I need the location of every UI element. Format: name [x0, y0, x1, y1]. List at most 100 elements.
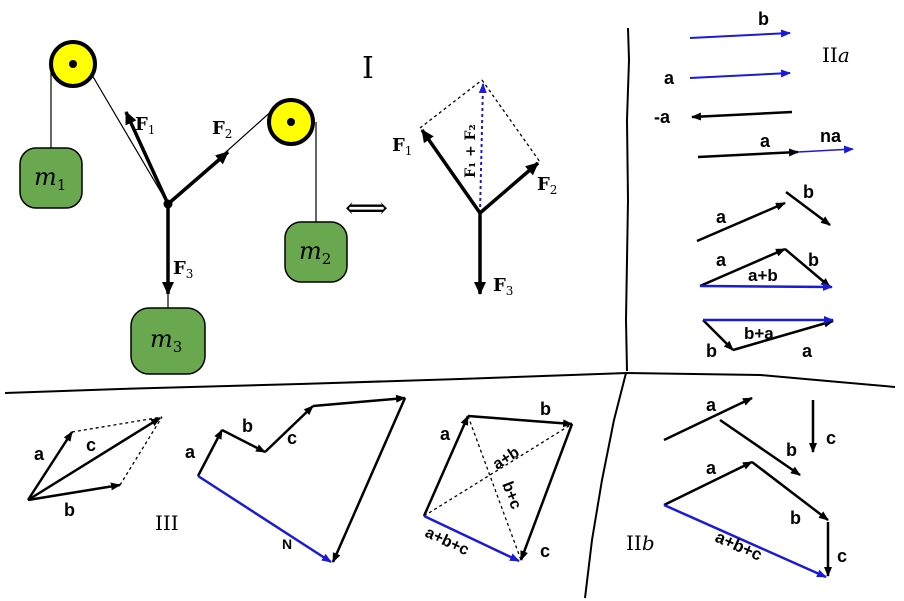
vector-b-label: b [758, 9, 769, 29]
parallelogram-rule: a c b [26, 416, 163, 520]
vector-na-label: na [820, 126, 842, 146]
vector-a [689, 69, 791, 79]
quad-a-arrow [422, 415, 470, 517]
mass-m3: m3 [130, 307, 206, 375]
divider-vertical-top [624, 27, 631, 372]
section-IIb-label: II [626, 531, 642, 555]
IIb-vector-a [663, 396, 753, 442]
IIb-vector-b [719, 418, 801, 477]
section-III-label: III [155, 511, 179, 535]
vector-a-scaled-base [697, 148, 799, 159]
quad-c-arrow [519, 423, 574, 561]
triangle-ba-b-label: b [706, 341, 717, 361]
triangle-ba-sum-label: b+a [744, 324, 774, 343]
quad-b-label: b [540, 399, 551, 419]
force-arrows [124, 111, 230, 295]
svg-text:IIa: IIa [822, 43, 850, 67]
mass-m1-label: m [34, 163, 57, 191]
force-F2-label: F [212, 118, 225, 139]
chain-a-label: a [185, 442, 196, 462]
vector-b-separate [785, 191, 831, 226]
quadrilateral-sum: a b a+b b+c a+b+c c [422, 399, 574, 563]
svg-text:F3: F3 [493, 275, 513, 298]
equivalence-arrow: ⟺ [345, 191, 388, 226]
left-pulley [49, 40, 97, 88]
section-IIa: IIa b a -a a na a b a a+b b b+a b a [654, 9, 854, 361]
vector-a-scaled-label: a [760, 131, 771, 151]
parallelogram-c-label: c [86, 435, 96, 455]
mass-m3-subscript: 3 [173, 338, 183, 356]
triangle-ab-b-label: b [808, 250, 819, 270]
mass-m1: m1 [19, 147, 83, 209]
chain-N-label: N [282, 536, 292, 552]
fbd-F2-label: F [537, 174, 550, 195]
svg-text:F1: F1 [135, 114, 155, 137]
svg-text:m1: m1 [34, 163, 66, 194]
quad-c-label: c [540, 541, 550, 561]
mass-m2-subscript: 2 [322, 250, 332, 268]
vector-b-separate-label: b [803, 182, 814, 202]
quad-b-arrow [467, 414, 573, 428]
section-III: III a c b a b c N [26, 394, 574, 564]
chain-a1 [196, 429, 224, 477]
chain-b-label: b [242, 416, 253, 436]
polygon-chain: a b c N [185, 394, 407, 564]
svg-text:F1: F1 [392, 135, 412, 158]
vector-a-label: a [664, 68, 675, 88]
section-IIa-label: II [822, 43, 838, 67]
vector-neg-a [691, 110, 793, 121]
IIb-chain-a [663, 460, 753, 507]
IIb-chain-a-label: a [706, 458, 717, 478]
fbd-F2-arrow [478, 161, 540, 215]
resultant-label: F₁ + F₂ [463, 124, 479, 178]
vector-b [689, 29, 791, 39]
parallelogram-edge-right [481, 79, 541, 163]
triangle-ab-a-label: a [716, 250, 727, 270]
svg-text:F2: F2 [537, 174, 557, 197]
mass-m2-label: m [299, 237, 322, 265]
triangle-ba-a [732, 319, 834, 352]
triangle-ab-sum [699, 282, 833, 291]
free-body-diagram: F₁ + F₂ F1 F2 F3 [392, 79, 557, 298]
parallelogram-a-label: a [34, 444, 45, 464]
svg-text:m2: m2 [299, 237, 331, 268]
force-F2-arrow [166, 150, 230, 206]
parallelogram-a-arrow [26, 431, 74, 501]
vector-na-extension [797, 145, 854, 154]
IIb-chain-resultant [663, 503, 827, 579]
IIb-chain-b-label: b [790, 508, 801, 528]
chain-resultant-N [197, 474, 332, 564]
IIb-chain-resultant-label: a+b+c [712, 527, 765, 564]
parallelogram-b-arrow [27, 482, 121, 502]
vector-a-separate-label: a [716, 207, 727, 227]
quad-apbpc-label: a+b+c [422, 524, 471, 559]
force-F1-label: F [135, 114, 148, 135]
divider-lines [4, 27, 896, 599]
IIb-vector-b-label: b [786, 440, 797, 460]
IIb-vector-a-label: a [706, 395, 717, 415]
divider-horizontal [4, 371, 896, 394]
triangle-ab-sum-label: a+b [748, 266, 778, 285]
triangle-ba-b [702, 319, 734, 351]
triangle-ab-b [784, 248, 831, 288]
section-IIb: IIb a b c a b c a+b+c [626, 395, 847, 579]
chain-d1 [312, 394, 406, 408]
force-F1-arrow [124, 111, 170, 205]
chain-c1 [264, 405, 314, 453]
fbd-F1-arrow [420, 128, 482, 215]
chain-b1 [221, 428, 266, 454]
svg-text:IIb: IIb [626, 531, 655, 555]
knot-dot [163, 199, 173, 209]
mass-m2: m2 [284, 221, 348, 283]
IIb-chain-b [751, 461, 829, 521]
force-F3-label: F [173, 258, 186, 279]
fbd-F1-label: F [392, 135, 405, 156]
mass-m1-subscript: 1 [57, 176, 67, 194]
svg-text:F2: F2 [212, 118, 232, 141]
quad-a-label: a [440, 424, 451, 444]
section-I: I m1 m2 [19, 40, 557, 375]
parallelogram-edge-left [419, 79, 483, 129]
section-I-label: I [362, 51, 374, 86]
fbd-F3-label: F [493, 275, 506, 296]
